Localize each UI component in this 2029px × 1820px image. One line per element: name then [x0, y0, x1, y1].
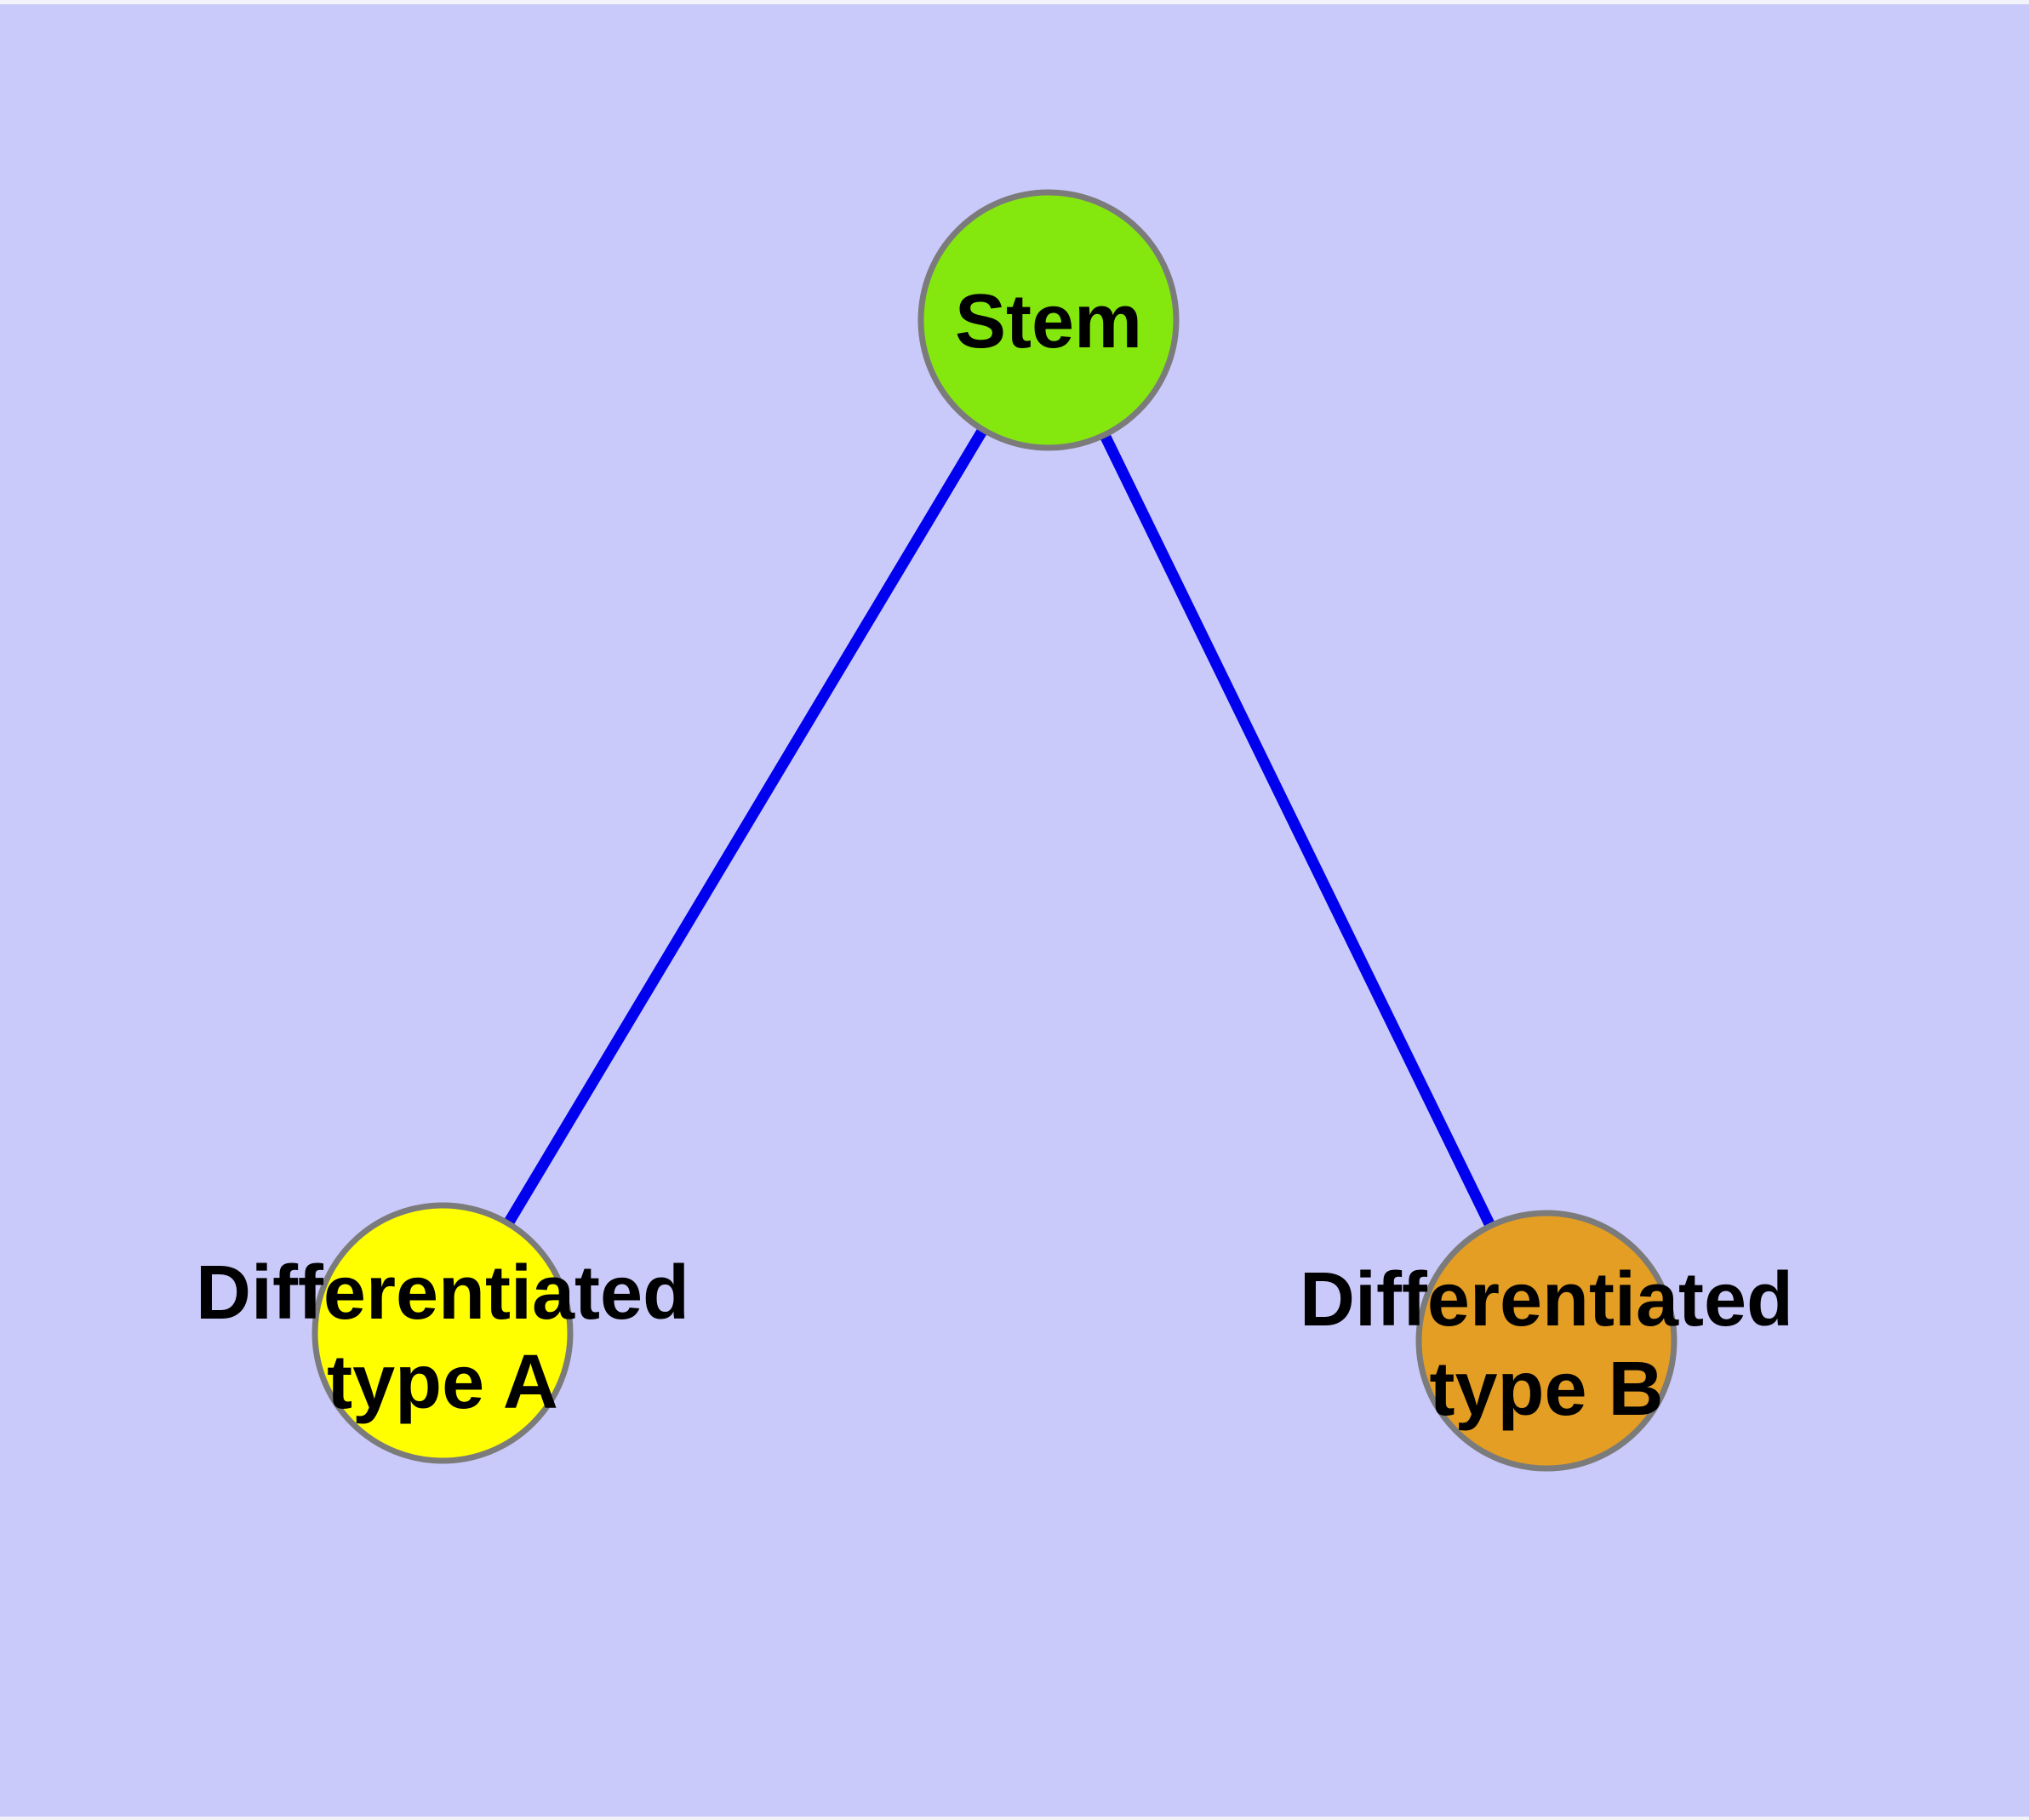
node-type-b-circle: [1415, 1210, 1677, 1472]
node-type-a-circle: [311, 1202, 574, 1464]
edge-stem-to-type-a: [437, 317, 1054, 1336]
node-type-b-label-line2: type B: [1429, 1347, 1663, 1432]
edge-stem-to-type-b: [1043, 318, 1552, 1343]
node-type-a-label-line2: type A: [327, 1340, 558, 1425]
node-stem-label: Stem: [955, 279, 1142, 364]
graph-canvas: Stem Differentiated type A Differentiate…: [0, 4, 2029, 1817]
node-type-b-label-line1: Differentiated: [1300, 1257, 1793, 1342]
node-type-a-label-line1: Differentiated: [196, 1251, 689, 1336]
node-stem-circle: [917, 189, 1180, 451]
